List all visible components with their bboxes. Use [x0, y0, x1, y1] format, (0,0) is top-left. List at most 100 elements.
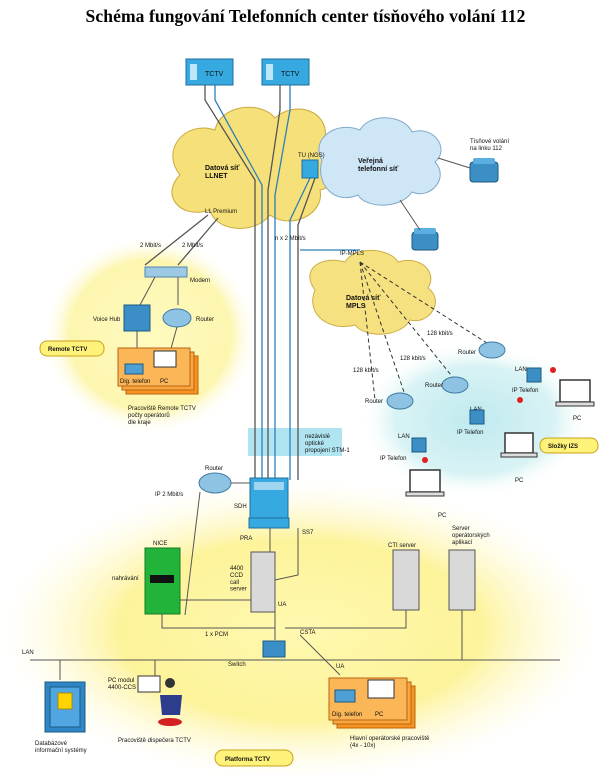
switch-label: Switch [228, 662, 246, 668]
modem-icon [144, 266, 188, 278]
ip-phone-c-icon [411, 437, 427, 453]
voice-hub-label: Voice Hub [93, 317, 121, 323]
call-server [250, 551, 276, 613]
ua-1-label: UA [278, 602, 286, 608]
main-workplace-label: Hlavní operátorské pracoviště(4x - 10x) [350, 736, 430, 749]
speed-128-c: 128 kbit/s [353, 368, 379, 374]
remote-workplace [117, 347, 199, 395]
public-phone-link [399, 199, 421, 231]
diagram-title: Schéma fungování Telefonních center tísň… [85, 6, 526, 26]
ss7-label: SS7 [302, 530, 314, 536]
modem-label: Modem [190, 278, 210, 284]
router-a-label: Router [458, 350, 476, 356]
dispatcher-label: Pracoviště dispečera TCTV [118, 738, 191, 744]
izs-router-c [386, 392, 414, 410]
remote-glow [42, 235, 258, 435]
platforma-badge [214, 749, 294, 767]
speed-2m-b: 2 Mbit/s [182, 243, 203, 249]
pc-c-label: PC [438, 513, 447, 519]
ip-phone-b-label: IP Telefon [457, 430, 483, 436]
sdh-icon [249, 477, 289, 519]
pc-main-label: PC [375, 712, 384, 718]
pcm-label: 1 x PCM [205, 632, 228, 638]
tctv-box-2: TCTV [261, 58, 310, 86]
pc-a-icon [555, 379, 595, 407]
modem-links [139, 276, 179, 306]
izs-badge [539, 437, 599, 454]
speed-128-b: 128 kbit/s [400, 356, 426, 362]
ip-phone-a-icon [526, 367, 542, 383]
tctv-label-1: TCTV [205, 71, 224, 78]
izs-alarm-icons [422, 367, 556, 463]
recording-label: nahrávání [112, 576, 139, 582]
main-workplace [328, 677, 416, 729]
phone-link [437, 157, 471, 169]
voice-hub-icon [123, 304, 151, 332]
remote-tctv-badge [39, 340, 105, 357]
phone-remote-label: Dig. telefon [120, 379, 150, 385]
izs-router-b [441, 376, 469, 394]
pra-label: PRA [240, 536, 252, 542]
mpls-links [359, 261, 491, 401]
stm-band [248, 428, 342, 456]
emergency-phone-icon [469, 158, 499, 183]
cti-server-label: CTI server [388, 543, 416, 549]
pc-c-icon [405, 469, 445, 497]
csta-label: CSTA [300, 630, 316, 636]
ip-phone-b-icon [469, 409, 485, 425]
sdh-block [248, 517, 290, 529]
trunk-cables [144, 85, 360, 480]
ip-2m-label: IP 2 Mbit/s [155, 492, 183, 498]
dispatcher-icon [137, 675, 182, 726]
pc-remote-label: PC [160, 379, 169, 385]
pc-b-label: PC [515, 478, 524, 484]
pc-a-label: PC [573, 416, 582, 422]
ll-premium-label: LL Premium [205, 209, 237, 215]
router-main-label: Router [205, 466, 223, 472]
platform-wiring [30, 528, 560, 680]
lan-a-label: LAN [515, 367, 527, 373]
tu-ngs-box [301, 159, 319, 179]
tctv-box-1: TCTV [185, 58, 234, 86]
ip-mpls-label: IP-MPLS [340, 251, 364, 257]
ip-phone-c-label: IP Telefon [380, 456, 406, 462]
platform-glow [0, 480, 600, 774]
izs-router-a [478, 341, 506, 359]
phone-main-label: Dig. telefon [332, 712, 362, 718]
public-network-cloud [318, 117, 442, 206]
router-main-icon [198, 472, 232, 494]
tctv-label-2: TCTV [281, 71, 300, 78]
izs-label: Složky IZS [548, 444, 578, 450]
remote-tctv-label: Remote TCTV [48, 347, 87, 353]
lan-c-label: LAN [398, 434, 410, 440]
router-remote-icon [162, 308, 192, 328]
speed-nx2: n x 2 Mbit/s [275, 236, 306, 242]
speed-2m-a: 2 Mbit/s [140, 243, 161, 249]
platforma-label: Platforma TCTV [225, 757, 270, 763]
app-server [448, 549, 476, 611]
router-remote-label: Router [196, 317, 214, 323]
speed-128-a: 128 kbit/s [427, 331, 453, 337]
mpls-cloud [309, 249, 436, 335]
switch-icon [262, 640, 286, 658]
nice-label: NICE [153, 541, 167, 547]
nice-recorder [144, 547, 181, 615]
lan-main-label: LAN [22, 650, 34, 656]
router-b-label: Router [425, 383, 443, 389]
sdh-label: SDH [234, 504, 247, 510]
ua-2-label: UA [336, 664, 344, 670]
tu-label: TU (NGS) [298, 153, 325, 159]
cti-server [392, 549, 420, 611]
database-icon [44, 681, 86, 733]
router-main-links [184, 482, 250, 616]
ip-phone-a-label: IP Telefon [512, 388, 538, 394]
